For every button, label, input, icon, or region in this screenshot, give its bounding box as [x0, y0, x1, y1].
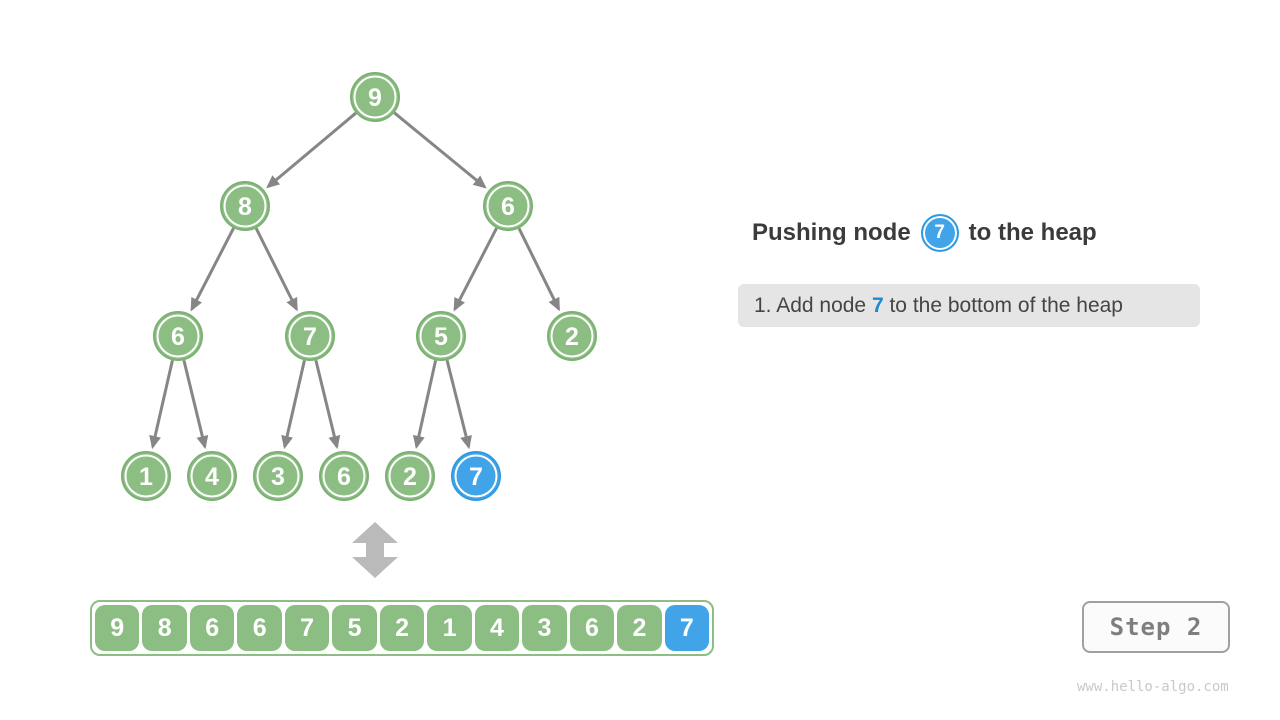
tree-edge [412, 360, 438, 450]
tree-node: 6 [483, 181, 533, 231]
array-cell: 6 [189, 605, 235, 651]
tree-node-value: 6 [337, 463, 351, 491]
tree-node-value: 7 [303, 323, 317, 351]
tree-node-value: 5 [434, 323, 448, 351]
array-cell: 1 [427, 605, 472, 651]
tree-edge [445, 359, 472, 450]
array-cell: 2 [617, 605, 662, 651]
title-prefix: Pushing node [752, 219, 911, 246]
array-cell: 2 [379, 605, 425, 651]
tree-node: 3 [253, 451, 303, 501]
tree-node-value: 6 [171, 323, 185, 351]
tree-node: 7 [285, 311, 335, 361]
tree-node-value: 2 [403, 463, 417, 491]
array-cell: 6 [569, 605, 615, 651]
tree-node: 1 [121, 451, 171, 501]
binary-tree-diagram: 9 8 6 6 7 5 2 1 4 3 6 2 7 [121, 72, 597, 578]
array-cell: 5 [332, 605, 377, 651]
tree-node: 8 [220, 181, 270, 231]
tree-edge [182, 359, 209, 450]
tree-edge [517, 227, 561, 312]
tree-node: 2 [385, 451, 435, 501]
tree-edge [190, 227, 235, 312]
tree-edge [453, 227, 498, 312]
instruction-prefix: 1. Add node [754, 293, 872, 317]
tree-node-value: 9 [368, 84, 382, 112]
array-cell: 8 [142, 605, 187, 651]
instruction-highlight: 7 [871, 293, 884, 317]
tree-node: 2 [547, 311, 597, 361]
tree-edge [393, 111, 487, 189]
array-cell: 9 [95, 605, 140, 651]
tree-edge [254, 227, 298, 312]
tree-node-value: 7 [469, 463, 483, 491]
tree-node: 6 [153, 311, 203, 361]
tree-node-value: 2 [565, 323, 579, 351]
tree-node-value: 8 [238, 193, 252, 221]
array-cell: 6 [237, 605, 282, 651]
tree-edge [266, 111, 357, 189]
figure-title: Pushing node 7 to the heap [752, 213, 1097, 253]
tree-node-value: 3 [271, 463, 285, 491]
instruction-box: 1. Add node 7 to the bottom of the heap [738, 284, 1200, 327]
title-node-value: 7 [934, 222, 945, 243]
tree-node-value: 1 [139, 463, 153, 491]
tree-node-value: 4 [205, 463, 219, 491]
title-suffix: to the heap [968, 219, 1097, 246]
title-node-badge: 7 [920, 214, 959, 252]
tree-node: 9 [350, 72, 400, 122]
tree-node: 6 [319, 451, 369, 501]
array-cell: 4 [474, 605, 520, 651]
array-cell: 7 [284, 605, 330, 651]
tree-node-value: 6 [501, 193, 515, 221]
watermark: www.hello-algo.com [1077, 679, 1229, 695]
tree-edge [281, 360, 306, 450]
instruction-suffix: to the bottom of the heap [883, 293, 1123, 317]
tree-edge [314, 359, 341, 450]
step-button: Step 2 [1082, 601, 1230, 653]
array-cell: 3 [522, 605, 567, 651]
swap-arrow-icon [352, 522, 398, 578]
array-cell-highlighted: 7 [664, 605, 710, 651]
tree-node: 5 [416, 311, 466, 361]
tree-node-highlighted: 7 [451, 451, 501, 501]
tree-edge [149, 360, 174, 450]
tree-node: 4 [187, 451, 237, 501]
